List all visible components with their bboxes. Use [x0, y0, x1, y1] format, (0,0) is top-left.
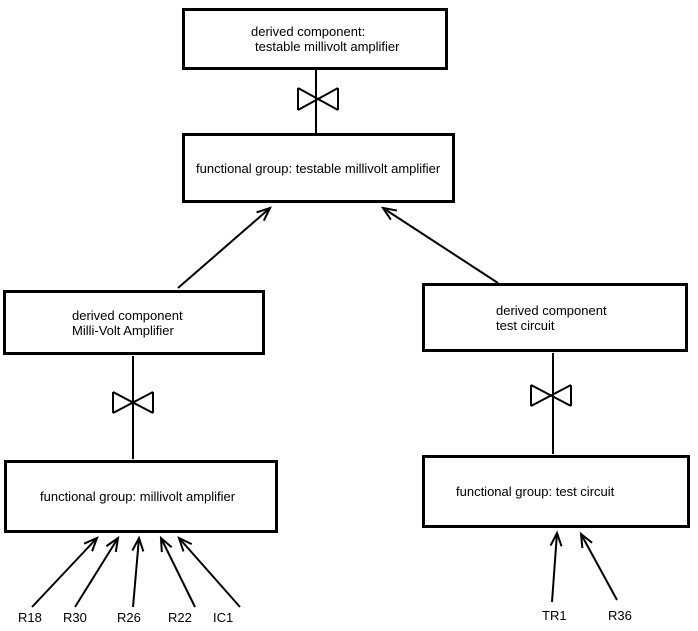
box-text-line: Milli-Volt Amplifier	[72, 322, 174, 338]
box-functional-group-testable-millivolt-amplifier: functional group: testable millivolt amp…	[182, 133, 455, 203]
component-label-r22: R22	[168, 610, 192, 625]
component-label-r30: R30	[63, 610, 87, 625]
box-derived-component-millivolt-amplifier: derived component Milli-Volt Amplifier	[3, 290, 265, 355]
decomposition-bowtie-icon	[112, 391, 154, 414]
arrow-r26	[131, 535, 145, 608]
decomposition-bowtie-icon	[297, 87, 339, 111]
box-functional-group-test-circuit: functional group: test circuit	[422, 455, 690, 528]
component-label-tr1: TR1	[542, 608, 567, 623]
box-text-line: derived component	[72, 307, 183, 323]
box-text-line: test circuit	[496, 317, 555, 333]
box-text-line: functional group: millivolt amplifier	[40, 489, 236, 504]
component-label-r36: R36	[608, 608, 632, 623]
decomposition-bowtie-icon	[530, 384, 572, 407]
arrow-ic1	[177, 536, 241, 608]
box-derived-component-test-circuit: derived component test circuit	[422, 283, 688, 352]
box-text-line: functional group: testable millivolt amp…	[196, 160, 441, 176]
component-label-r26: R26	[117, 610, 141, 625]
arrow-r22	[159, 535, 196, 608]
arrow-testcircuit-to-fg-testable	[380, 206, 499, 284]
box-functional-group-millivolt-amplifier: functional group: millivolt amplifier	[4, 460, 278, 533]
arrow-tr1	[549, 530, 563, 603]
component-label-r18: R18	[18, 610, 42, 625]
box-text-line: derived component:	[251, 24, 366, 39]
box-derived-component-testable-millivolt-amplifier: derived component: testable millivolt am…	[182, 8, 448, 70]
arrow-r36	[579, 531, 618, 601]
arrow-millivolt-to-fg-testable	[177, 206, 272, 289]
arrow-r18	[31, 536, 99, 608]
box-text-line: functional group: test circuit	[456, 484, 615, 499]
component-label-ic1: IC1	[213, 610, 234, 625]
arrow-r30	[74, 535, 120, 608]
box-text-line: derived component	[496, 302, 607, 318]
box-text-line: testable millivolt amplifier	[255, 39, 400, 54]
